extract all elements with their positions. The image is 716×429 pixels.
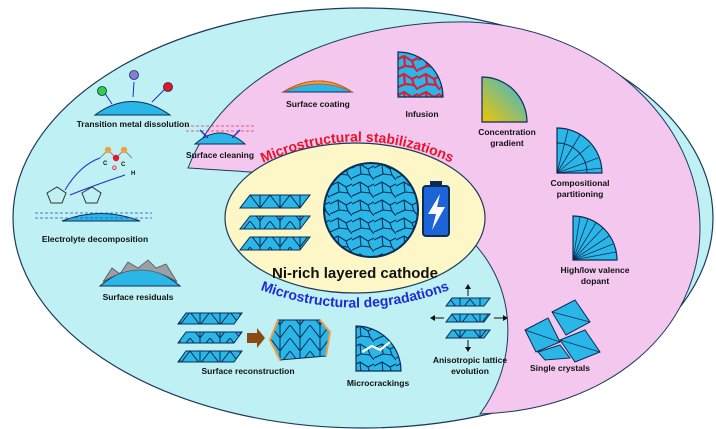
- electrolyte-decomposition-label: Electrolyte decomposition: [42, 234, 148, 244]
- molecule-letter-o: O: [112, 166, 117, 172]
- battery-icon: [423, 181, 449, 236]
- surface-cleaning-label: Surface cleaning: [186, 150, 254, 160]
- layered-structure-icon: [240, 195, 310, 250]
- watermark-text: @诸葛务农: [617, 400, 682, 416]
- molecule-letter-h: H: [131, 171, 135, 177]
- surface-residuals-label: Surface residuals: [103, 292, 174, 302]
- valence-dopant-label-2: dopant: [581, 276, 609, 286]
- valence-dopant-label-1: High/low valence: [561, 265, 630, 275]
- tm-dissolution-label: Transition metal dissolution: [77, 119, 190, 129]
- watermark: @诸葛务农: [602, 400, 682, 416]
- concentration-gradient-label-2: gradient: [490, 138, 524, 148]
- molecule-letter-c2: C: [121, 162, 126, 168]
- center-title: Ni-rich layered cathode: [272, 265, 438, 282]
- anisotropic-label-2: evolution: [451, 366, 489, 376]
- surface-coating-label: Surface coating: [286, 99, 350, 109]
- single-crystals-label: Single crystals: [530, 363, 590, 373]
- infusion-label: Infusion: [405, 109, 438, 119]
- concentration-gradient-label-1: Concentration: [478, 127, 536, 137]
- compositional-partitioning-label-1: Compositional: [550, 178, 609, 188]
- anisotropic-label-1: Anisotropic lattice: [433, 355, 507, 365]
- molecule-letter-c1: C: [103, 161, 108, 167]
- compositional-partitioning-label-2: partitioning: [557, 189, 604, 199]
- polycrystal-particle-icon: [324, 163, 418, 257]
- surface-reconstruction-label: Surface reconstruction: [201, 366, 294, 376]
- microcrackings-label: Microcrackings: [347, 378, 410, 388]
